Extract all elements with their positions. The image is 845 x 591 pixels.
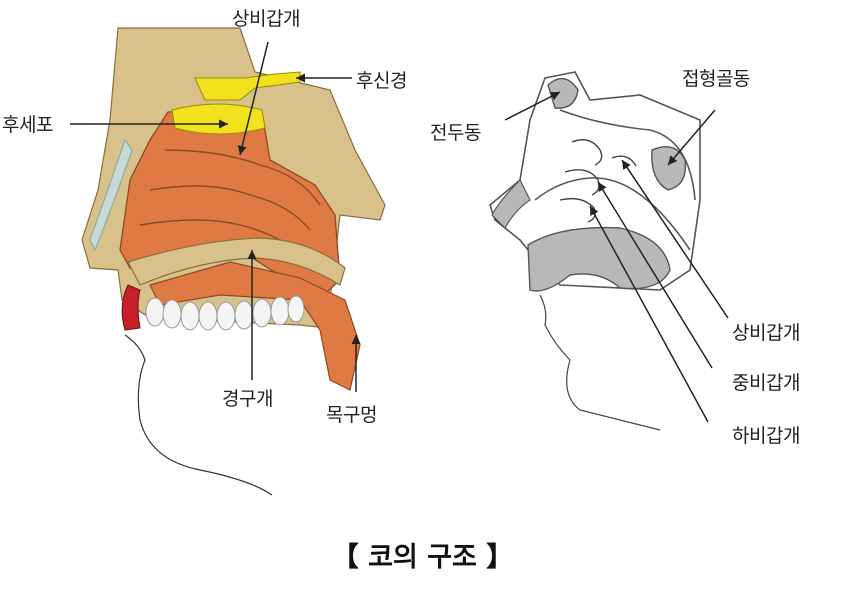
label-throat: 목구멍 [326, 404, 377, 426]
teeth [145, 295, 305, 331]
oral-tissue [149, 261, 361, 391]
nasal-floor-line [534, 177, 691, 251]
label-middle-turbinate: 중비갑개 [732, 372, 800, 394]
chin-outline [539, 294, 661, 431]
label-inferior-turbinate: 하비갑개 [732, 425, 800, 447]
turbinate-curl-4 [611, 155, 637, 167]
label-hard-palate: 경구개 [222, 388, 273, 410]
face-outline [124, 334, 273, 496]
leader-frontal-sinus [504, 91, 561, 121]
turbinate-curve-upper [164, 149, 321, 206]
right-nose-diagram [489, 71, 729, 431]
sinus-skull-outline [489, 71, 701, 291]
leader-inferior-turbinate [589, 205, 709, 423]
turbinate-curve-middle [149, 185, 311, 231]
label-superior-turbinate-left: 상비갑개 [232, 8, 300, 30]
turbinate-curl-2 [564, 169, 600, 196]
nasal-cartilage [89, 138, 133, 252]
leader-sphenoid-sinus [667, 109, 716, 166]
nasal-wall-line [559, 109, 696, 201]
label-olfactory-nerve: 후신경 [356, 70, 407, 92]
hard-palate [127, 237, 346, 286]
olfactory-epithelium [171, 103, 266, 135]
leader-superior-turbinate-left [237, 41, 269, 156]
tongue-shape [527, 226, 671, 292]
nose-front [491, 178, 531, 229]
leader-superior-turbinate-right [621, 159, 729, 319]
label-sphenoid-sinus: 접형골동 [682, 68, 750, 90]
label-olfactory-cells: 후세포 [2, 114, 53, 136]
left-nose-diagram [70, 27, 386, 496]
frontal-sinus-shape [547, 77, 579, 109]
label-superior-turbinate-right: 상비갑개 [732, 322, 800, 344]
figure-caption: 【 코의 구조 】 [331, 542, 514, 573]
leader-middle-turbinate [597, 181, 713, 369]
label-frontal-sinus: 전두동 [430, 122, 481, 144]
upper-lip [121, 284, 141, 331]
turbinate-curl-1 [571, 139, 603, 166]
